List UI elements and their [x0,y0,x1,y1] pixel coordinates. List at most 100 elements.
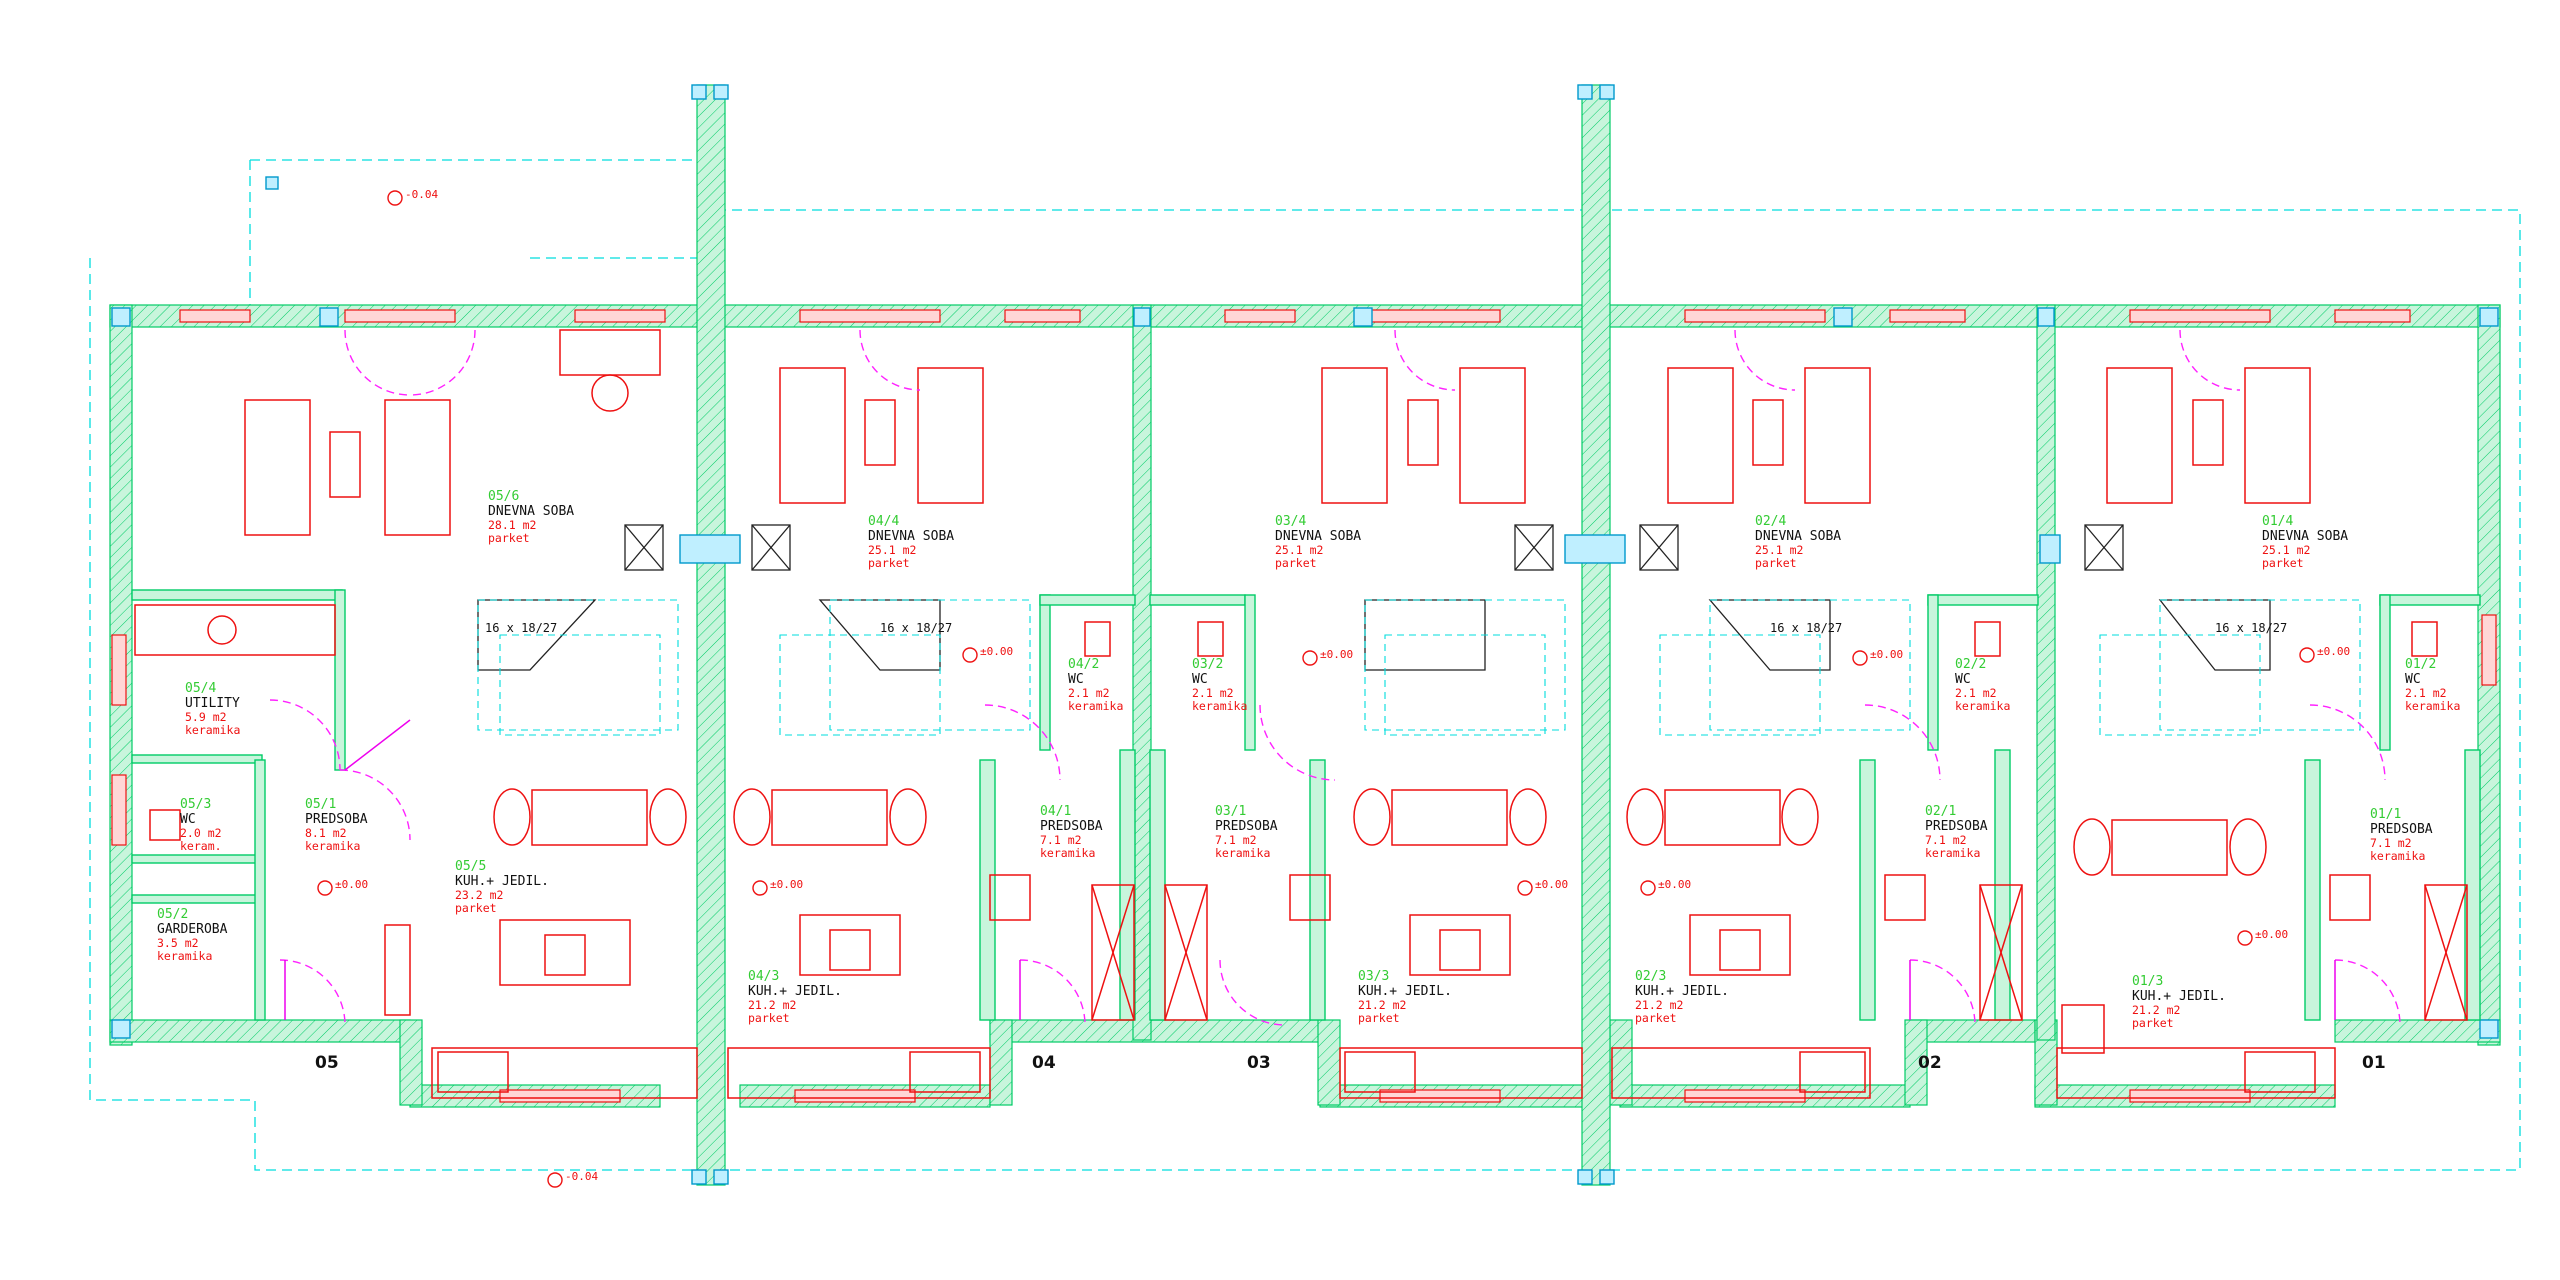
svg-text:WC: WC [1192,672,1208,687]
svg-text:WC: WC [1068,672,1084,687]
svg-text:keramika: keramika [157,949,212,963]
svg-text:parket: parket [1275,556,1317,570]
level-marker: ±0.00 [2317,645,2350,658]
svg-text:25.1 m2: 25.1 m2 [1755,543,1803,557]
unit-number: 05 [315,1053,339,1073]
svg-text:WC: WC [180,812,196,827]
svg-text:03/1: 03/1 [1215,804,1246,819]
stair-label: 16 x 18/27 [2215,621,2287,635]
svg-text:keramika: keramika [2370,849,2425,863]
svg-text:05/5: 05/5 [455,859,486,874]
svg-text:21.2 m2: 21.2 m2 [2132,1003,2180,1017]
unit-number: 01 [2362,1053,2386,1073]
stair-label: 16 x 18/27 [880,621,952,635]
stairs [477,599,2361,736]
svg-text:PREDSOBA: PREDSOBA [1215,819,1278,834]
svg-text:GARDEROBA: GARDEROBA [157,922,228,937]
windows [111,307,2499,1103]
svg-text:25.1 m2: 25.1 m2 [2262,543,2310,557]
svg-text:7.1 m2: 7.1 m2 [1040,833,1082,847]
svg-text:WC: WC [2405,672,2421,687]
svg-text:DNEVNA SOBA: DNEVNA SOBA [2262,529,2348,544]
stair-label: 16 x 18/27 [1770,621,1842,635]
unit-number: 02 [1918,1053,1942,1073]
svg-text:KUH.+ JEDIL.: KUH.+ JEDIL. [1358,984,1452,999]
svg-text:01/4: 01/4 [2262,514,2293,529]
svg-text:keramika: keramika [1192,699,1247,713]
stair-labels: 16 x 18/27 16 x 18/27 16 x 18/27 16 x 18… [485,621,2287,635]
svg-text:parket: parket [2262,556,2304,570]
svg-text:DNEVNA SOBA: DNEVNA SOBA [488,504,574,519]
svg-text:7.1 m2: 7.1 m2 [2370,836,2412,850]
bathroom-fixtures [134,604,2468,1021]
svg-text:03/3: 03/3 [1358,969,1389,984]
svg-text:21.2 m2: 21.2 m2 [1635,998,1683,1012]
svg-text:25.1 m2: 25.1 m2 [868,543,916,557]
svg-text:parket: parket [455,901,497,915]
svg-text:keramika: keramika [1925,846,1980,860]
svg-text:05/3: 05/3 [180,797,211,812]
svg-text:PREDSOBA: PREDSOBA [1040,819,1103,834]
svg-text:parket: parket [488,531,530,545]
svg-text:DNEVNA SOBA: DNEVNA SOBA [1755,529,1841,544]
unit-number: 04 [1032,1053,1056,1073]
svg-text:keramika: keramika [1955,699,2010,713]
svg-text:21.2 m2: 21.2 m2 [748,998,796,1012]
svg-text:keramika: keramika [305,839,360,853]
svg-text:keramika: keramika [2405,699,2460,713]
svg-text:keramika: keramika [1215,846,1270,860]
svg-text:2.1 m2: 2.1 m2 [1955,686,1997,700]
level-outer-top: -0.04 [405,188,438,201]
svg-text:7.1 m2: 7.1 m2 [1925,833,1967,847]
svg-text:2.1 m2: 2.1 m2 [1192,686,1234,700]
svg-text:PREDSOBA: PREDSOBA [305,812,368,827]
svg-text:5.9 m2: 5.9 m2 [185,710,227,724]
svg-text:parket: parket [1635,1011,1677,1025]
svg-text:WC: WC [1955,672,1971,687]
svg-text:parket: parket [2132,1016,2174,1030]
svg-text:21.2 m2: 21.2 m2 [1358,998,1406,1012]
interior-walls [131,589,2481,1021]
svg-text:parket: parket [748,1011,790,1025]
svg-text:01/1: 01/1 [2370,807,2401,822]
living-room-furniture [244,329,2311,536]
svg-text:05/1: 05/1 [305,797,336,812]
kitchen-fixtures [431,914,2336,1099]
unit-number: 03 [1247,1053,1271,1073]
party-walls [691,84,2056,1186]
svg-text:keramika: keramika [185,723,240,737]
svg-text:03/4: 03/4 [1275,514,1306,529]
svg-text:parket: parket [1755,556,1797,570]
level-marker: ±0.00 [770,878,803,891]
svg-text:3.5 m2: 3.5 m2 [157,936,199,950]
svg-text:03/2: 03/2 [1192,657,1223,672]
doors [269,329,2401,1026]
svg-text:2.0 m2: 2.0 m2 [180,826,222,840]
svg-text:05/6: 05/6 [488,489,519,504]
svg-text:2.1 m2: 2.1 m2 [2405,686,2447,700]
level-marker: ±0.00 [335,878,368,891]
level-marker: ±0.00 [1870,648,1903,661]
svg-text:PREDSOBA: PREDSOBA [1925,819,1988,834]
svg-text:04/4: 04/4 [868,514,899,529]
svg-text:parket: parket [868,556,910,570]
svg-text:7.1 m2: 7.1 m2 [1215,833,1257,847]
unit-numbers: 05 04 03 02 01 [315,1053,2386,1073]
svg-text:KUH.+ JEDIL.: KUH.+ JEDIL. [748,984,842,999]
svg-text:keramika: keramika [1068,699,1123,713]
dining-tables [493,788,2267,876]
level-marker: ±0.00 [1320,648,1353,661]
